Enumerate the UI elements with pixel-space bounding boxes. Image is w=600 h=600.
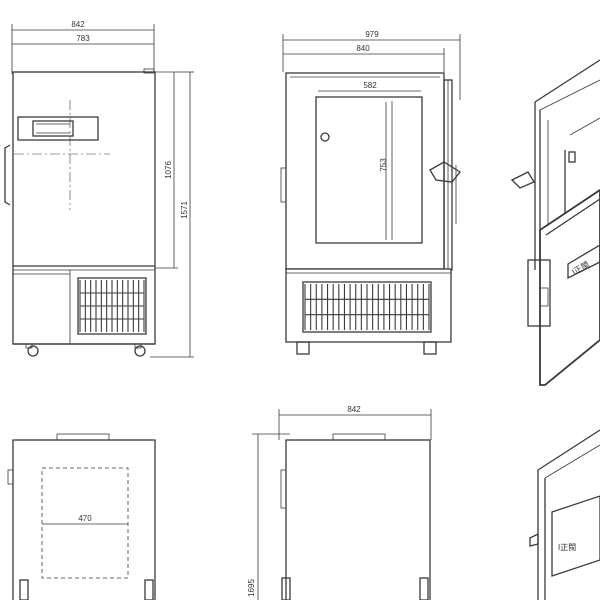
iso-view-bottom: I正閩 [529,429,600,600]
dimension-979: 979 [282,30,461,100]
dimension-842: 842 [11,20,155,74]
vent-grille-open [302,281,432,333]
dim-label-840: 840 [356,44,370,53]
dim-label-470: 470 [78,514,92,523]
dimension-582: 582 [318,81,421,92]
dimension-753: 753 [379,101,393,240]
dim-label-842-bottom: 842 [347,405,361,414]
wheel-left [25,343,39,357]
door-open-view: 979 840 582 753 [280,30,461,355]
dimension-783: 783 [12,34,154,45]
dim-label-979: 979 [365,30,379,39]
dim-label-582: 582 [363,81,377,90]
front-view: 842 783 [4,20,194,358]
dimension-1076: 1076 [155,71,178,269]
dim-label-1695: 1695 [247,579,256,597]
door-handle [17,116,99,141]
bottom-left-view: 470 [7,433,156,600]
wheel-left-open [296,341,310,355]
dim-label-753: 753 [379,158,388,172]
dimension-1571: 1571 [150,71,194,358]
iso-door [539,188,600,386]
dim-label-1571: 1571 [180,201,189,219]
iso-view-top: I正閩 [510,59,600,386]
dimension-470: 470 [42,514,128,525]
dimension-840: 840 [283,44,445,72]
inner-chamber [315,96,423,244]
dimension-1695: 1695 [247,433,290,600]
vent-grille [77,277,147,335]
dimension-842-b: 842 [278,405,432,440]
side-handle [4,144,11,206]
cabinet-body-open [285,72,445,270]
iso-brand-label-bottom: I正閩 [558,543,576,552]
bottom-middle-view: 842 1695 [247,405,432,600]
dim-label-842: 842 [71,20,85,29]
wheel-right [134,343,146,357]
wheel-right-open [423,341,437,355]
dim-label-783: 783 [76,34,90,43]
inner-outline [41,467,129,579]
dim-label-1076: 1076 [164,161,173,179]
